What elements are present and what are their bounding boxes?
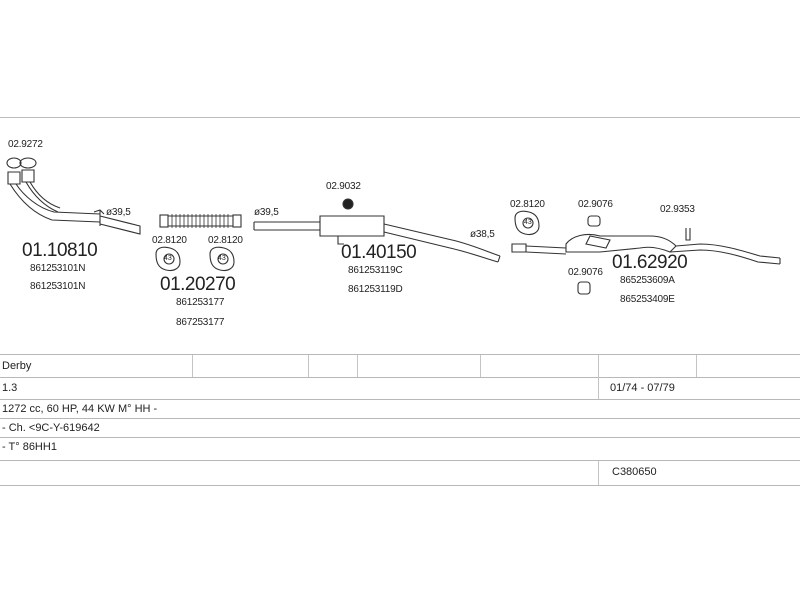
table-row-chassis: - Ch. <9C-Y-619642 — [0, 419, 800, 438]
table-row-engine: 1.3 01/74 - 07/79 — [0, 377, 800, 400]
rear-silencer-gasket-mark: 43 — [524, 219, 532, 226]
table-row-code: C380650 — [0, 461, 800, 486]
exhaust-drawing — [6, 157, 781, 295]
flex-pipe-part-number: 01.20270 — [160, 274, 236, 295]
flex-pipe-diameter: ø39,5 — [254, 207, 279, 218]
front-silencer-oem-1: 861253119C — [348, 265, 403, 276]
front-silencer-diameter: ø38,5 — [470, 229, 495, 240]
front-pipe-oem-1: 861253101N — [30, 263, 86, 274]
type-code: - T° 86HH1 — [2, 441, 57, 453]
flex-left-gasket-mark: 43 — [164, 255, 172, 262]
catalog-code: C380650 — [612, 466, 657, 478]
table-row-type: - T° 86HH1 — [0, 438, 800, 461]
exhaust-diagram: 02.9272 01.10810 861253101N 861253101N ø… — [6, 139, 781, 328]
chassis-number: - Ch. <9C-Y-619642 — [2, 422, 100, 434]
table-row-model: Derby — [0, 354, 800, 378]
rear-silencer-oem-1: 865253609A — [620, 275, 675, 286]
front-silencer-drawing — [253, 198, 501, 263]
flex-right-gasket-number: 02.8120 — [208, 235, 243, 246]
flex-left-gasket-number: 02.8120 — [152, 235, 187, 246]
front-pipe-oem-2: 861253101N — [30, 281, 86, 292]
flex-pipe-oem-2: 867253177 — [176, 317, 225, 328]
production-dates: 01/74 - 07/79 — [610, 382, 675, 394]
rear-silencer-gasket-number: 02.8120 — [510, 199, 545, 210]
vehicle-model: Derby — [2, 360, 32, 372]
front-pipe-part-number: 01.10810 — [22, 240, 98, 261]
front-silencer-oem-2: 861253119D — [348, 284, 403, 295]
top-divider — [0, 117, 800, 118]
rear-silencer-drawing — [511, 215, 781, 295]
gasket-drawings — [155, 210, 540, 272]
flex-right-gasket-mark: 43 — [218, 255, 226, 262]
front-pipe-drawing — [6, 157, 141, 235]
front-silencer-part-number: 01.40150 — [341, 242, 417, 263]
front-pipe-diameter: ø39,5 — [106, 207, 131, 218]
rear-silencer-top-mount-number: 02.9076 — [578, 199, 613, 210]
engine-size: 1.3 — [2, 382, 18, 394]
front-silencer-rubber-number: 02.9032 — [326, 181, 361, 192]
front-pipe-clamp-number: 02.9272 — [8, 139, 43, 150]
rear-silencer-oem-2: 865253409E — [620, 294, 675, 305]
engine-spec: 1272 cc, 60 HP, 44 KW M° HH - — [2, 403, 158, 415]
rear-silencer-bottom-mount-number: 02.9076 — [568, 267, 603, 278]
table-row-spec: 1272 cc, 60 HP, 44 KW M° HH - — [0, 400, 800, 419]
rear-silencer-part-number: 01.62920 — [612, 252, 688, 273]
rear-silencer-hanger-number: 02.9353 — [660, 204, 695, 215]
vehicle-info-table: Derby 1.3 01/74 - 07/79 1272 cc, 60 HP, … — [0, 354, 800, 486]
flex-pipe-oem-1: 861253177 — [176, 297, 225, 308]
flex-pipe-drawing — [159, 214, 242, 228]
